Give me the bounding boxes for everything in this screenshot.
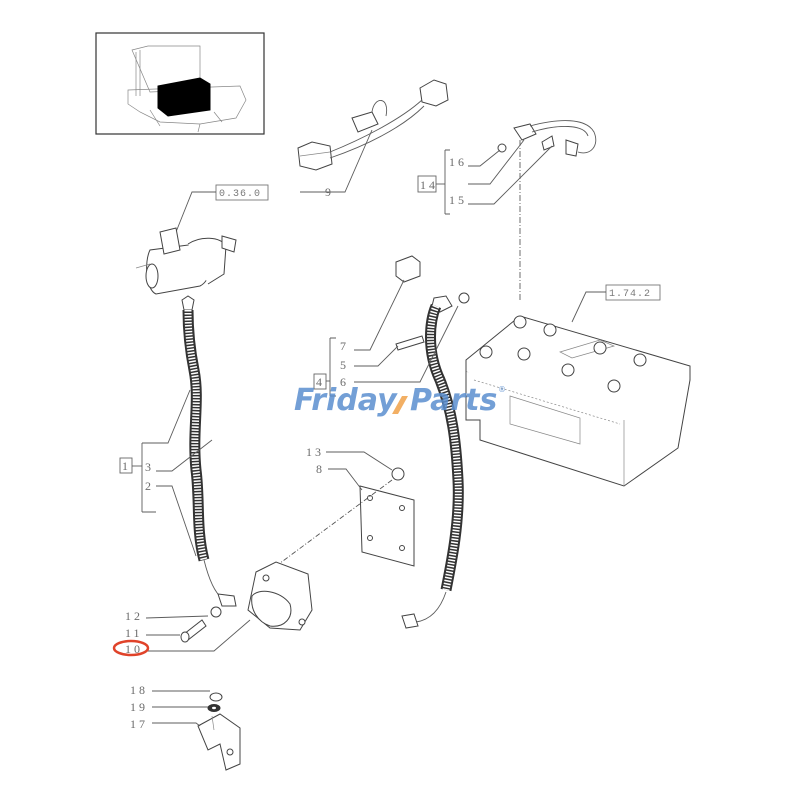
group-box-4: 4 xyxy=(316,375,325,389)
watermark-registered: ® xyxy=(498,385,506,394)
wiring-harness-9: 9 xyxy=(297,79,449,199)
inset-thumbnail xyxy=(95,32,265,135)
callout-5: 5 xyxy=(340,358,349,372)
callout-16: 16 xyxy=(449,155,467,169)
bracket-assembly: 18 19 17 xyxy=(130,683,241,771)
callout-3: 3 xyxy=(145,460,154,474)
callout-18: 18 xyxy=(130,683,148,697)
ref-box-battery xyxy=(605,284,661,301)
callout-13: 13 xyxy=(306,445,324,459)
starter-motor: 0.36.0 xyxy=(135,184,269,295)
callout-11: 11 xyxy=(125,626,143,640)
watermark-friday: Friday xyxy=(294,383,398,418)
callout-8: 8 xyxy=(316,462,325,476)
callout-19: 19 xyxy=(130,700,148,714)
watermark: Friday Parts ® xyxy=(294,383,506,418)
callout-17: 17 xyxy=(130,717,148,731)
ref-box-starter xyxy=(215,184,269,201)
battery-terminal-cable-top: 14 16 15 xyxy=(417,120,597,300)
ref-starter-label: 0.36.0 xyxy=(219,189,261,200)
watermark-accent xyxy=(392,396,408,414)
callout-7: 7 xyxy=(340,339,349,353)
ref-battery-label: 1.74.2 xyxy=(609,289,651,300)
highlight-circle-10 xyxy=(112,639,150,657)
mounting-plate: 13 8 xyxy=(259,445,415,579)
group-box-1: 1 xyxy=(122,459,131,473)
group-box-14: 14 xyxy=(420,178,438,192)
callout-9: 9 xyxy=(325,185,334,199)
starter-cable: 1 3 2 xyxy=(119,295,237,607)
battery-isolator-switch: 12 11 10 xyxy=(112,561,313,657)
callout-15: 15 xyxy=(449,193,467,207)
battery-cable: 4 7 5 6 xyxy=(313,255,470,629)
callout-10: 10 xyxy=(125,642,143,656)
callout-2: 2 xyxy=(145,479,154,493)
watermark-parts: Parts xyxy=(410,383,497,418)
callout-12: 12 xyxy=(125,609,143,623)
battery: 1.74.2 xyxy=(465,284,691,487)
callout-6: 6 xyxy=(340,375,349,389)
